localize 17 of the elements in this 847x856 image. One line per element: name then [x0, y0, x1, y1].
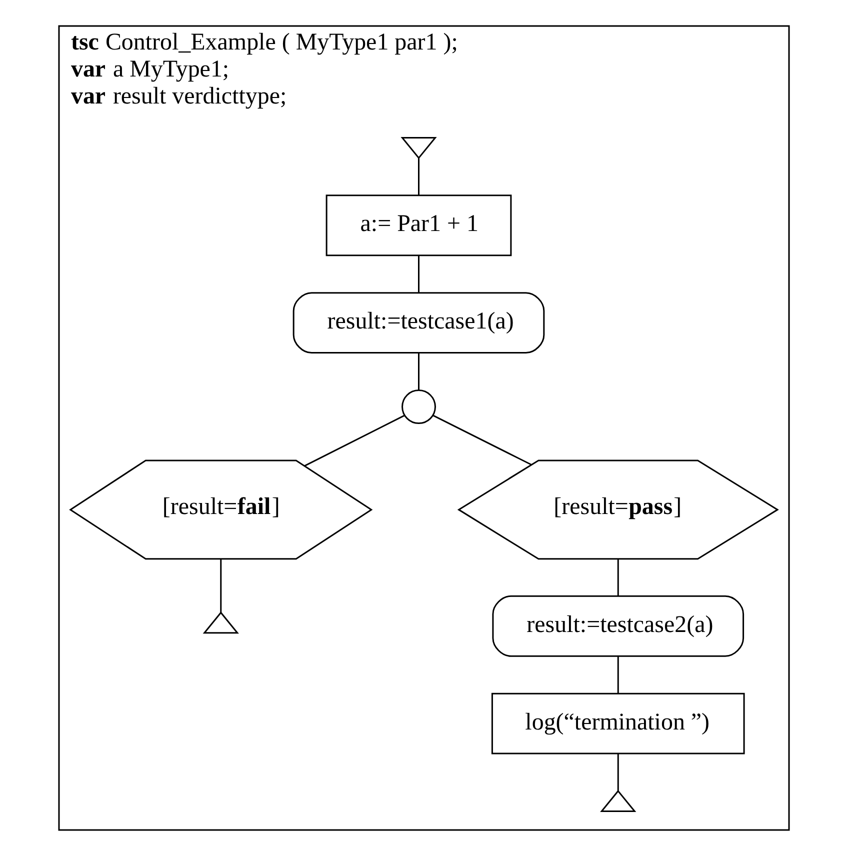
node-triangle — [202, 611, 238, 634]
connector — [418, 256, 419, 293]
connector — [220, 559, 222, 613]
connector — [616, 656, 618, 694]
connector — [616, 754, 618, 791]
connector — [616, 559, 618, 596]
node-box: a:= Par1 + 1 — [325, 194, 512, 256]
node-triangle — [400, 136, 436, 160]
node-box: result:=testcase1(a) — [292, 292, 544, 354]
node-box: log(“termination ”) — [490, 692, 744, 754]
connector — [304, 414, 404, 467]
connector — [432, 414, 532, 466]
node-triangle — [600, 790, 636, 812]
connector — [418, 158, 419, 196]
connector — [418, 353, 419, 390]
node-box: result:=testcase2(a) — [492, 595, 744, 657]
node-circle — [401, 390, 436, 424]
